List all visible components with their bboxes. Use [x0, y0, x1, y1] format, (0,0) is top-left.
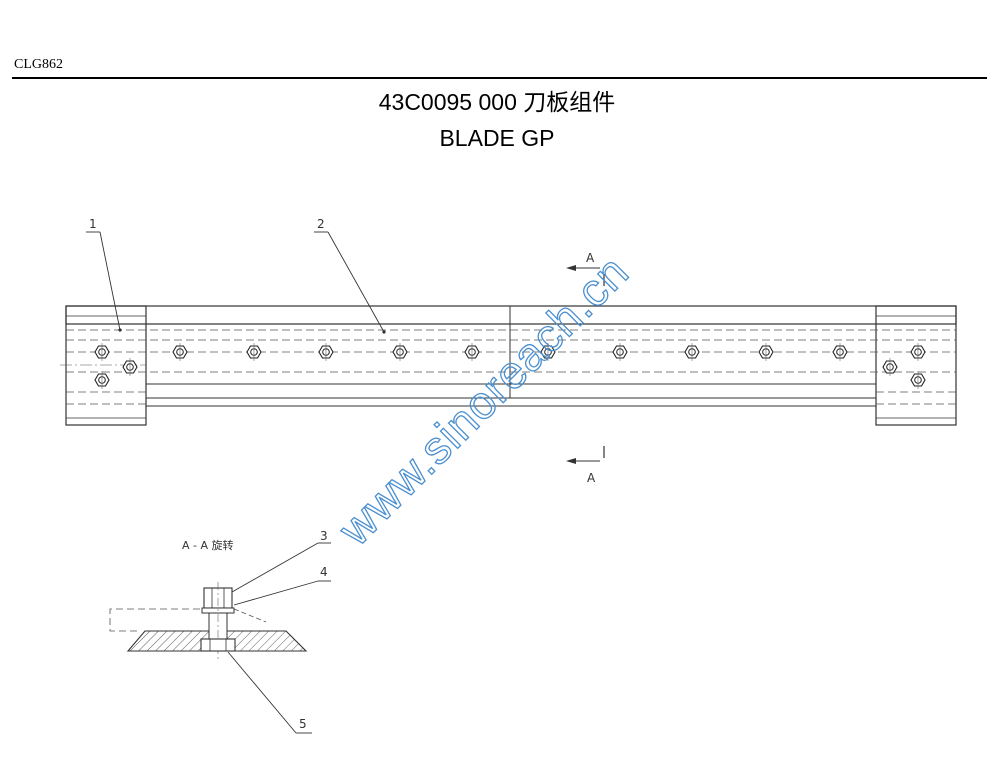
- page-title: 43C0095 000 刀板组件: [378, 89, 616, 115]
- callout-2: 2: [314, 217, 386, 334]
- watermark-text: www.sinoreach.cn: [328, 245, 639, 556]
- section-aa-view: [109, 582, 308, 662]
- header-model-code: CLG862: [14, 57, 63, 72]
- callout-label-3: 3: [320, 529, 328, 543]
- blade-front-view: [60, 305, 957, 426]
- callout-label-2: 2: [317, 217, 325, 231]
- callout-label-4: 4: [320, 565, 328, 579]
- callout-label-5: 5: [299, 717, 307, 731]
- section-marker-label-bottom: A: [587, 471, 596, 485]
- callout-1: 1: [86, 217, 122, 332]
- section-view-label: A - A 旋转: [182, 538, 234, 552]
- section-marker-label-top: A: [586, 251, 595, 265]
- header-rule: [12, 77, 987, 79]
- section-marker-bottom: A: [566, 446, 605, 485]
- page-subtitle: BLADE GP: [439, 125, 555, 151]
- callout-3: 3: [231, 529, 331, 593]
- callout-label-1: 1: [89, 217, 97, 231]
- callout-4: 4: [233, 565, 331, 606]
- callout-5: 5: [227, 651, 312, 734]
- section-marker-top: A: [566, 251, 605, 286]
